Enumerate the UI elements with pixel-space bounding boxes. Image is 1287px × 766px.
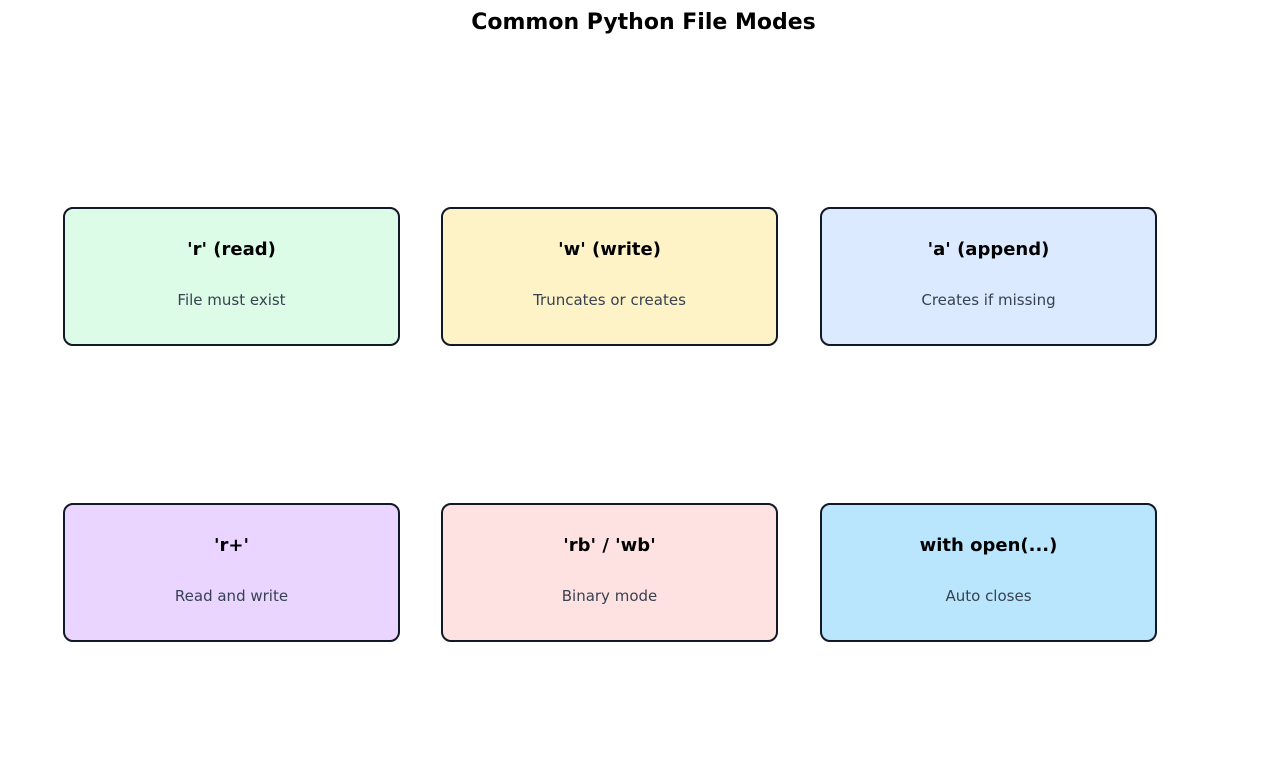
card-description: Creates if missing [921, 291, 1056, 309]
card-title: 'r+' [214, 535, 249, 556]
card-title: with open(...) [919, 535, 1058, 556]
mode-card-with-open: with open(...) Auto closes [820, 503, 1157, 642]
card-title: 'w' (write) [558, 239, 661, 260]
mode-card-append: 'a' (append) Creates if missing [820, 207, 1157, 346]
card-title: 'rb' / 'wb' [563, 535, 656, 556]
card-description: Auto closes [945, 587, 1032, 605]
card-description: Read and write [174, 587, 289, 605]
card-description: Truncates or creates [533, 291, 686, 309]
card-description: File must exist [177, 291, 286, 309]
card-title: 'a' (append) [927, 239, 1050, 260]
card-description: Binary mode [561, 587, 658, 605]
mode-card-read: 'r' (read) File must exist [63, 207, 400, 346]
card-title: 'r' (read) [187, 239, 276, 260]
mode-card-write: 'w' (write) Truncates or creates [441, 207, 778, 346]
mode-card-binary: 'rb' / 'wb' Binary mode [441, 503, 778, 642]
diagram-title: Common Python File Modes [471, 10, 816, 35]
mode-card-read-write: 'r+' Read and write [63, 503, 400, 642]
